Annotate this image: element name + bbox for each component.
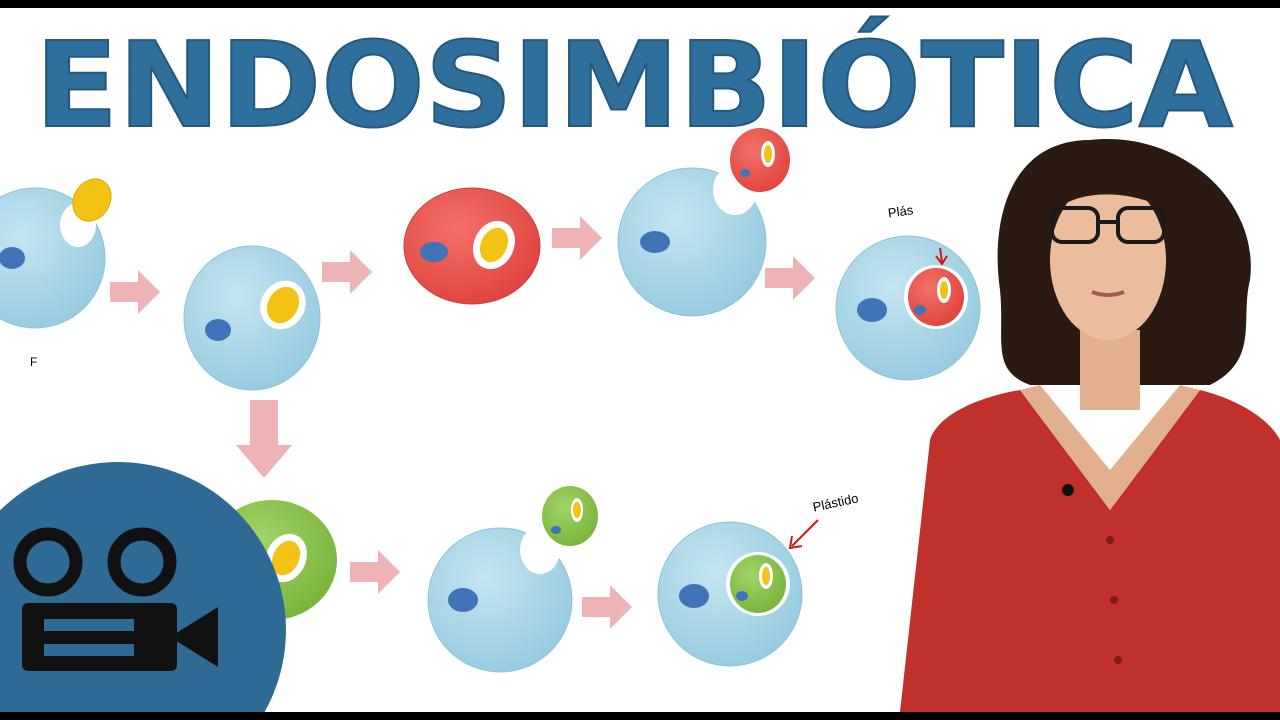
red-sweater [900,390,1280,712]
label-plastid-top: Plás [887,202,915,220]
video-badge [0,462,286,712]
video-camera-icon [13,527,218,671]
presenter [900,139,1280,712]
arrow [350,550,400,594]
arrow [322,250,372,294]
arrow [110,270,160,314]
title-banner: ENDOSIMBIÓTICA [34,15,1234,144]
cell-engulfing-green-cell [427,486,598,673]
top-letterbox [0,0,1280,8]
cell-with-plastid-red [835,235,981,381]
cell-engulfing-bacterium [0,178,112,329]
microphone-icon [1062,484,1074,496]
red-cell [403,187,541,305]
pointer-arrow [935,247,948,266]
pointer-arrow [788,519,819,550]
cell-engulfing-red-cell [617,128,790,317]
label-fragment: F [30,355,37,369]
cell-with-plastid-green [657,519,819,667]
cell-with-mitochondrion [183,245,321,391]
arrow [552,216,602,260]
arrow [582,585,632,629]
arrow [765,256,815,300]
arrow-down [236,400,292,478]
page-title: ENDOSIMBIÓTICA [35,16,1233,144]
bottom-letterbox [0,712,1280,720]
label-plastid-bottom: Plástido [811,490,859,514]
